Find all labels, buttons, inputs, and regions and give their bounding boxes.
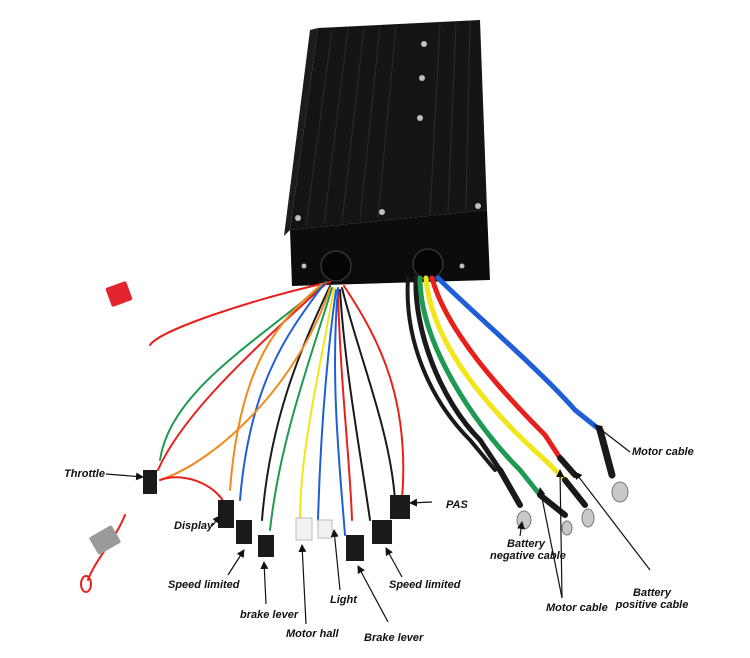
connectors: [80, 281, 410, 593]
label-motor-cable-right: Motor cable: [632, 446, 694, 458]
label-battery-positive-line2: positive cable: [615, 599, 689, 611]
label-brake-lever-left: brake lever: [240, 609, 299, 621]
label-display: Display: [174, 520, 214, 532]
label-battery-positive: Battery positive cable: [612, 587, 692, 611]
power-wires: [405, 275, 616, 518]
label-speed-limited-left: Speed limited: [168, 579, 240, 591]
label-battery-negative-line2: negative cable: [490, 550, 566, 562]
label-battery-negative: Battery negative cable: [490, 538, 566, 562]
label-battery-positive-line1: Battery: [633, 587, 671, 599]
annotation-arrows: [105, 424, 651, 625]
label-speed-limited-right: Speed limited: [389, 579, 461, 591]
label-motor-cable-bottom: Motor cable: [546, 602, 608, 614]
label-battery-negative-line1: Battery: [507, 538, 545, 550]
label-pas: PAS: [446, 499, 468, 511]
controller-box: [284, 20, 490, 286]
label-motor-hall: Motor hall: [286, 628, 339, 640]
label-brake-lever-right: Brake lever: [364, 632, 424, 644]
label-light: Light: [330, 594, 357, 606]
label-throttle: Throttle: [64, 468, 105, 480]
